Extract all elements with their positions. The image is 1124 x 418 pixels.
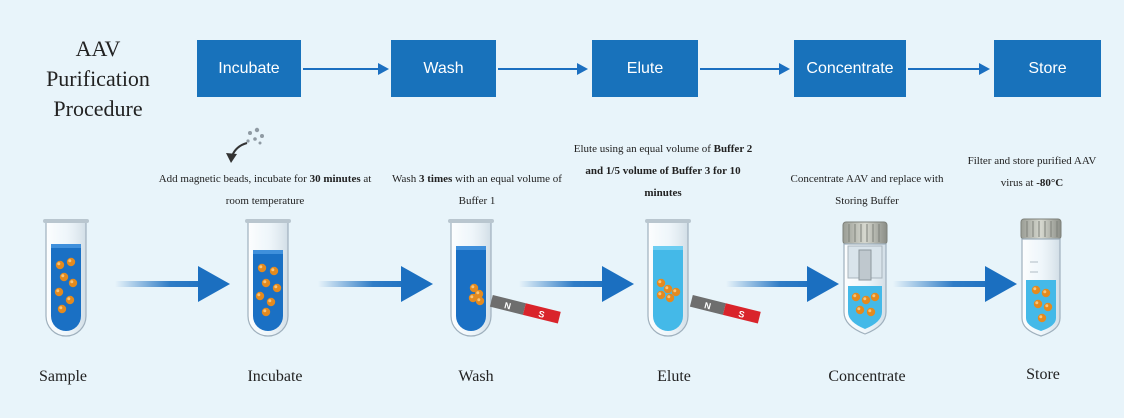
flow-step-wash: Wash xyxy=(391,40,496,97)
sample-tube xyxy=(43,219,89,337)
title-line: Purification xyxy=(46,66,150,91)
flow-arrow xyxy=(700,63,790,75)
flow-step-store: Store xyxy=(994,40,1101,97)
magnet-south-label: S xyxy=(737,309,745,320)
stage-label-store: Store xyxy=(1026,366,1060,383)
stage-arrow xyxy=(726,266,839,302)
beads-dropping-icon xyxy=(226,127,264,163)
flow-step-elute: Elute xyxy=(592,40,698,97)
flow-arrow xyxy=(908,63,990,75)
store-description: Filter and store purified AAV virus at -… xyxy=(967,155,1097,189)
incubate-description: Add magnetic beads, incubate for 30 minu… xyxy=(158,173,372,207)
stage-arrow xyxy=(318,266,433,302)
flow-step-concentrate: Concentrate xyxy=(794,40,906,97)
diagram-title: AAV Purification Procedure xyxy=(18,34,178,124)
flow-step-incubate: Incubate xyxy=(197,40,301,97)
title-line: Procedure xyxy=(53,96,143,121)
stage-label-elute: Elute xyxy=(657,368,691,385)
concentrate-description: Concentrate AAV and replace with Storing… xyxy=(790,173,944,207)
magnet-north-label: N xyxy=(703,300,712,311)
flow-arrow xyxy=(303,63,389,75)
stage-label-sample: Sample xyxy=(39,368,87,385)
elute-tube xyxy=(645,219,691,337)
wash-magnet: N S xyxy=(489,294,561,324)
magnet-north-label: N xyxy=(503,300,512,311)
stage-arrow xyxy=(893,266,1017,302)
title-line: AAV xyxy=(75,36,121,61)
elute-magnet: N S xyxy=(689,294,761,324)
stage-arrow xyxy=(519,266,634,302)
incubate-tube xyxy=(245,219,291,337)
concentrator-tube xyxy=(842,221,888,335)
storage-tube xyxy=(1020,218,1062,337)
stage-label-incubate: Incubate xyxy=(247,368,303,385)
stage-arrow xyxy=(115,266,230,302)
wash-description: Wash 3 times with an equal volume of Buf… xyxy=(392,173,562,207)
stage-label-concentrate: Concentrate xyxy=(828,368,906,385)
stage-label-wash: Wash xyxy=(458,368,494,385)
flow-arrow xyxy=(498,63,588,75)
elute-description: Elute using an equal volume of Buffer 2 … xyxy=(573,143,753,199)
magnet-south-label: S xyxy=(537,309,545,320)
wash-tube xyxy=(448,219,494,337)
